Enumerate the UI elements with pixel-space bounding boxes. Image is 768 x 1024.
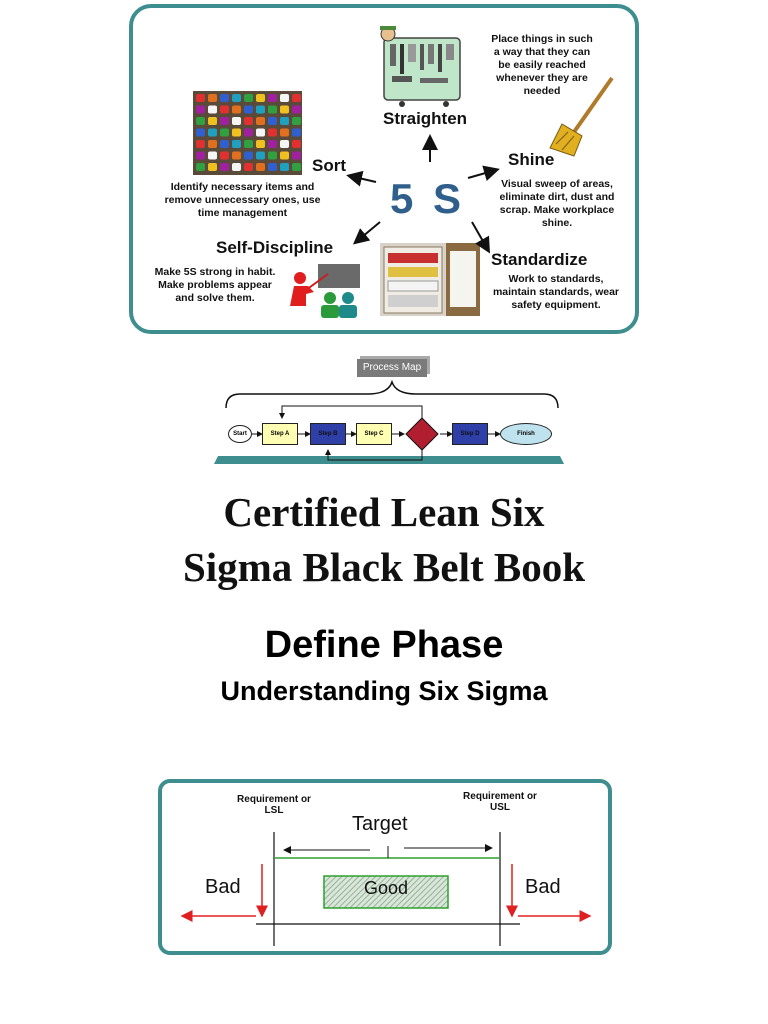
bad-right-label: Bad xyxy=(525,876,561,898)
five-s-center-label: 5 S xyxy=(390,175,466,222)
five-s-arrows xyxy=(346,134,500,254)
self-discipline-heading: Self-Discipline xyxy=(216,238,334,257)
process-step-c: Step C xyxy=(356,423,392,445)
broom-illustration xyxy=(549,76,614,157)
process-map-frame xyxy=(214,379,564,464)
standardize-heading: Standardize xyxy=(491,250,588,269)
sort-description: Identify necessary items and remove unne… xyxy=(164,181,321,219)
straighten-description: Place things in such a way that they can… xyxy=(491,33,593,97)
process-start-node: Start xyxy=(228,425,252,443)
sort-heading: Sort xyxy=(312,156,346,175)
shine-heading: Shine xyxy=(508,150,555,169)
standardize-description: Work to standards, maintain standards, w… xyxy=(492,273,620,311)
process-step-a: Step A xyxy=(262,423,298,445)
spec-limits-lines xyxy=(180,832,592,946)
phase-title: Define Phase xyxy=(264,624,504,666)
shelves-photo xyxy=(380,243,480,316)
target-label: Target xyxy=(352,813,408,835)
process-step-b: Step B xyxy=(310,423,346,445)
book-title-line-2: Sigma Black Belt Book xyxy=(182,544,586,590)
book-title-line-1: Certified Lean Six xyxy=(223,489,545,535)
process-finish-node: Finish xyxy=(500,423,552,445)
straighten-heading: Straighten xyxy=(383,109,468,128)
teacher-students-illustration xyxy=(290,264,360,318)
spec-limits-panel xyxy=(158,779,612,955)
phase-subtitle: Understanding Six Sigma xyxy=(220,676,548,706)
sorted-items-photo xyxy=(193,91,302,175)
tool-board-illustration xyxy=(380,26,461,107)
usl-label: Requirement or USL xyxy=(463,791,537,813)
bad-left-label: Bad xyxy=(205,876,241,898)
lsl-label: Requirement or LSL xyxy=(237,794,311,816)
process-step-d: Step D xyxy=(452,423,488,445)
good-label: Good xyxy=(363,878,409,898)
self-discipline-description: Make 5S strong in habit. Make problems a… xyxy=(154,266,276,304)
shine-description: Visual sweep of areas, eliminate dirt, d… xyxy=(499,178,615,229)
process-map-label: Process Map xyxy=(357,359,427,377)
